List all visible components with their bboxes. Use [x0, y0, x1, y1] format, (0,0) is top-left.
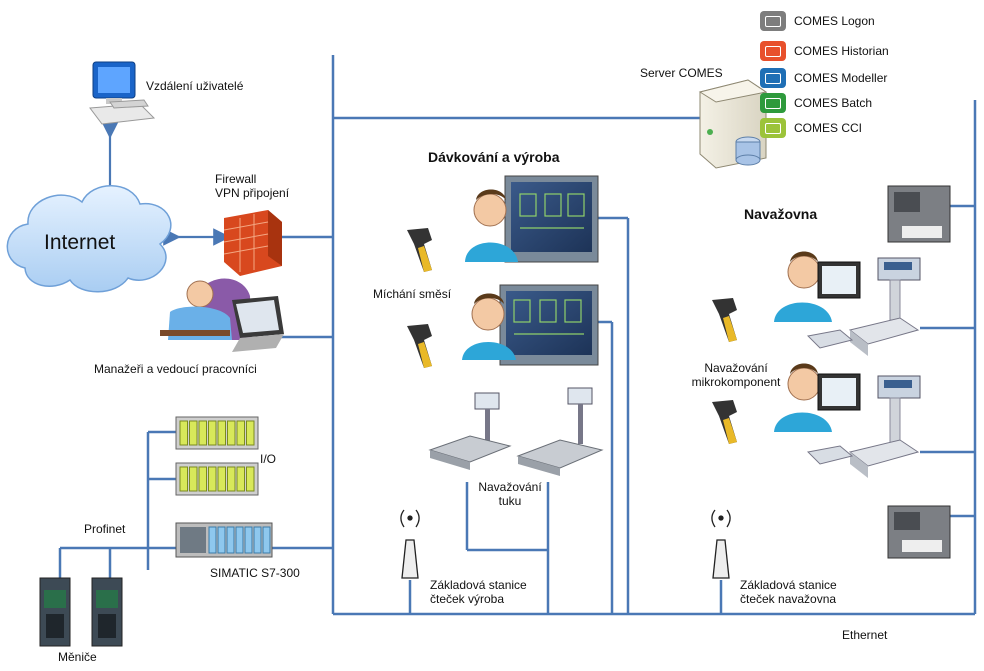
- firewall-label-line2: VPN připojení: [215, 186, 290, 200]
- firewall-label: Firewall VPN připojení: [215, 172, 295, 200]
- plc-module: [208, 526, 217, 554]
- base-station-weigh-line1: Základová stanice: [740, 578, 837, 592]
- weighing-room-title: Navažovna: [744, 206, 818, 222]
- server-icon: [698, 79, 768, 169]
- batch-icon: [760, 93, 786, 113]
- io-slot: [236, 466, 245, 492]
- legend-item-label: COMES Historian: [794, 44, 889, 58]
- io-slot: [246, 466, 255, 492]
- io-slot: [217, 420, 226, 446]
- barcode-scanner-icon: [407, 228, 432, 368]
- io-slot: [227, 420, 236, 446]
- profinet-label: Profinet: [84, 522, 126, 536]
- io-slot: [189, 466, 198, 492]
- micro-weighing-line1: Navažování: [704, 361, 768, 375]
- remote-computer-icon: [89, 61, 156, 125]
- drives-label: Měniče: [58, 650, 97, 664]
- firewall-label-line1: Firewall: [215, 172, 257, 186]
- legend-item: COMES Logon: [760, 10, 875, 32]
- plc-module: [226, 526, 235, 554]
- fat-weighing-line1: Navažování: [478, 480, 542, 494]
- io-slot: [198, 420, 207, 446]
- historian-icon: [760, 41, 786, 61]
- micro-weighing-label: Navažování mikrokomponent: [686, 361, 786, 389]
- io-slot: [179, 466, 188, 492]
- label-printer-icon: [887, 185, 951, 559]
- modeller-icon: [760, 68, 786, 88]
- internet-label: Internet: [44, 231, 116, 254]
- mixing-label: Míchání směsí: [373, 287, 452, 301]
- fat-weighing-line2: tuku: [498, 494, 522, 508]
- io-label: I/O: [260, 452, 277, 466]
- base-station-prod-line1: Základová stanice: [430, 578, 527, 592]
- simatic-label: SIMATIC S7-300: [210, 566, 300, 580]
- manager-icon: [160, 278, 284, 352]
- io-module-icon: [175, 416, 259, 496]
- cci-icon: [760, 118, 786, 138]
- legend-item-label: COMES Modeller: [794, 71, 888, 85]
- legend-item: COMES Batch: [760, 92, 872, 114]
- io-slot: [198, 466, 207, 492]
- io-slot: [179, 420, 188, 446]
- plc-module: [262, 526, 271, 554]
- dosing-title: Dávkování a výroba: [428, 149, 560, 165]
- fat-weighing-label: Navažování tuku: [470, 480, 550, 508]
- io-slot: [208, 420, 217, 446]
- io-slot: [227, 466, 236, 492]
- operator-panel-1-icon: [465, 175, 599, 263]
- base-station-prod-label: Základová stanice čteček výroba: [430, 578, 527, 606]
- base-station-prod-line2: čteček výroba: [430, 592, 505, 606]
- weighing-scanner-icon: [712, 298, 737, 444]
- legend-item-label: COMES Logon: [794, 14, 875, 28]
- internet-cloud-icon: [6, 185, 172, 293]
- plc-module: [217, 526, 226, 554]
- floor-scale-icon: [428, 387, 604, 476]
- drive-icon: [39, 577, 123, 647]
- plc-module: [235, 526, 244, 554]
- legend-item: COMES Modeller: [760, 67, 887, 89]
- network-lines: [58, 55, 977, 616]
- io-slot: [189, 420, 198, 446]
- operator-panel-2-icon: [462, 284, 599, 366]
- weighing-station-2-icon: [774, 363, 921, 478]
- legend-item: COMES CCI: [760, 117, 862, 139]
- antenna-icon: [400, 509, 731, 579]
- io-slot: [208, 466, 217, 492]
- legend-item-label: COMES CCI: [794, 121, 863, 135]
- simatic-plc-icon: [175, 522, 273, 558]
- legend-item-label: COMES Batch: [794, 96, 873, 110]
- logon-icon: [760, 11, 786, 31]
- plc-module: [244, 526, 253, 554]
- legend-item: COMES Historian: [760, 40, 889, 62]
- io-slot: [236, 420, 245, 446]
- ethernet-label: Ethernet: [842, 628, 888, 642]
- weighing-station-1-icon: [774, 251, 921, 356]
- io-slot: [246, 420, 255, 446]
- remote-users-label: Vzdálení uživatelé: [146, 79, 244, 93]
- firewall-icon: [223, 210, 282, 276]
- base-station-weigh-label: Základová stanice čteček navažovna: [740, 578, 837, 606]
- server-label: Server COMES: [640, 66, 723, 80]
- plc-module: [253, 526, 262, 554]
- micro-weighing-line2: mikrokomponent: [691, 375, 781, 389]
- base-station-weigh-line2: čteček navažovna: [740, 592, 837, 606]
- io-slot: [217, 466, 226, 492]
- managers-label: Manažeři a vedoucí pracovníci: [94, 362, 257, 376]
